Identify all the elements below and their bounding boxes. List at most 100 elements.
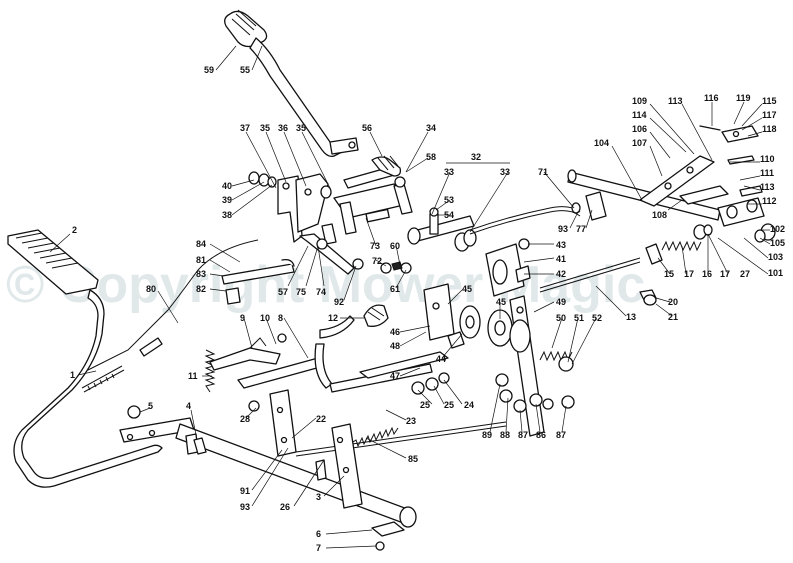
callout-102: 102 [770, 224, 785, 234]
callout-33-right: 33 [500, 167, 510, 177]
shaft-33 [407, 207, 477, 252]
callout-34: 34 [426, 123, 436, 133]
callout-61: 61 [390, 284, 400, 294]
lower-frame [209, 315, 449, 393]
callout-110: 110 [760, 154, 775, 164]
callout-45-upper: 45 [462, 284, 472, 294]
callout-40: 40 [222, 181, 232, 191]
callout-24: 24 [464, 400, 474, 410]
callout-25-right: 25 [444, 400, 454, 410]
callout-25-left: 25 [420, 400, 430, 410]
callout-49: 49 [556, 297, 566, 307]
callout-77: 77 [576, 224, 586, 234]
link-84 [221, 258, 295, 305]
callout-50: 50 [556, 313, 566, 323]
group-bracket-32: 32 [446, 152, 510, 164]
callout-89: 89 [482, 430, 492, 440]
callout-115: 115 [762, 96, 777, 106]
hardware-nuts [127, 238, 575, 551]
callout-87-left: 87 [518, 430, 528, 440]
bracket-37 [277, 173, 329, 243]
callout-118: 118 [762, 124, 777, 134]
callout-88: 88 [500, 430, 510, 440]
callout-60: 60 [390, 241, 400, 251]
callout-71: 71 [538, 167, 548, 177]
callout-119: 119 [736, 93, 751, 103]
callout-112: 112 [762, 196, 777, 206]
callout-106: 106 [632, 124, 647, 134]
callout-108: 108 [652, 210, 667, 220]
callout-74: 74 [316, 287, 326, 297]
callout-92: 92 [334, 297, 344, 307]
callout-80: 80 [146, 284, 156, 294]
callout-82: 82 [196, 284, 206, 294]
callout-103: 103 [768, 252, 783, 262]
adjuster-15 [639, 224, 713, 306]
callout-20: 20 [668, 297, 678, 307]
callout-17-right: 17 [720, 269, 730, 279]
callout-12: 12 [328, 313, 338, 323]
callout-114: 114 [632, 110, 647, 120]
callout-56: 56 [362, 123, 372, 133]
callout-85: 85 [408, 454, 418, 464]
callout-83: 83 [196, 269, 206, 279]
callout-16: 16 [702, 269, 712, 279]
callout-8: 8 [278, 313, 283, 323]
shift-plate [333, 155, 413, 235]
callout-39: 39 [222, 195, 232, 205]
callout-21: 21 [668, 312, 678, 322]
callout-104: 104 [594, 138, 609, 148]
callout-28: 28 [240, 414, 250, 424]
group-label-32: 32 [471, 152, 481, 162]
callout-87-right: 87 [556, 430, 566, 440]
callout-46: 46 [390, 327, 400, 337]
callout-86: 86 [536, 430, 546, 440]
leader-lines [49, 45, 771, 549]
callout-6: 6 [316, 529, 321, 539]
callout-113-top: 113 [668, 96, 683, 106]
watermark-text: © Copyright Mower Magic [6, 256, 645, 314]
callout-17-left: 17 [684, 269, 694, 279]
callout-54: 54 [444, 210, 454, 220]
callout-38: 38 [222, 210, 232, 220]
callout-93-bottom: 93 [240, 502, 250, 512]
pulley-assembly [423, 283, 531, 353]
callout-57: 57 [278, 287, 288, 297]
callout-7: 7 [316, 543, 321, 553]
callout-116: 116 [704, 93, 719, 103]
callout-10: 10 [260, 313, 270, 323]
callout-1: 1 [70, 370, 75, 380]
callout-81: 81 [196, 255, 206, 265]
callout-75: 75 [296, 287, 306, 297]
callout-2: 2 [72, 225, 77, 235]
callout-52: 52 [592, 313, 602, 323]
callout-3: 3 [316, 492, 321, 502]
callout-55: 55 [240, 65, 250, 75]
callout-35-left: 35 [260, 123, 270, 133]
callout-93-top: 93 [558, 224, 568, 234]
main-axle [175, 389, 417, 537]
right-shaft-104 [567, 125, 776, 243]
callout-47: 47 [390, 371, 400, 381]
callout-42: 42 [556, 269, 566, 279]
callout-26: 26 [280, 502, 290, 512]
callout-23: 23 [406, 416, 416, 426]
callout-109: 109 [632, 96, 647, 106]
callout-113-right: 113 [760, 182, 775, 192]
callout-15: 15 [664, 269, 674, 279]
gear-lever [224, 9, 359, 158]
callout-13: 13 [626, 312, 636, 322]
callout-37: 37 [240, 123, 250, 133]
callout-5: 5 [148, 401, 153, 411]
callout-111: 111 [760, 168, 774, 178]
callout-48: 48 [390, 341, 400, 351]
callout-72: 72 [372, 256, 382, 266]
callout-labels: 59 55 2 80 1 5 4 37 35 36 35 56 34 58 40… [70, 65, 785, 553]
callout-101: 101 [768, 268, 783, 278]
callout-84: 84 [196, 239, 206, 249]
callout-9: 9 [240, 313, 245, 323]
callout-45-lower: 45 [496, 297, 506, 307]
callout-105: 105 [770, 238, 785, 248]
